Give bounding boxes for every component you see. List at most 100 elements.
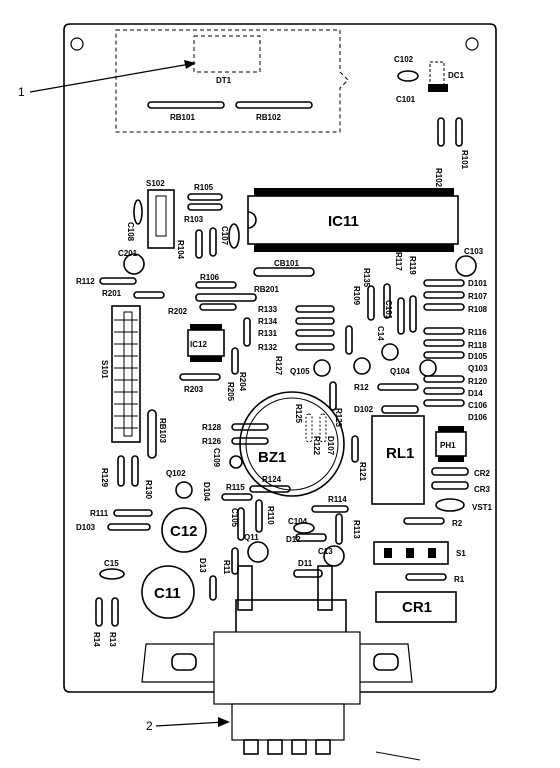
label-r128: R128 — [202, 423, 222, 432]
label-r116: R116 — [468, 328, 487, 337]
label-r114: R114 — [328, 495, 347, 504]
label-r107: R107 — [468, 292, 488, 301]
label-r126: R126 — [202, 437, 222, 446]
label-r124: R124 — [262, 475, 282, 484]
label-dc1: DC1 — [448, 71, 465, 80]
label-c12: C12 — [170, 523, 198, 540]
label-bz1: BZ1 — [258, 449, 286, 466]
label-r205: R205 — [226, 382, 235, 402]
c11-capacitor — [141, 565, 195, 619]
label-ic12: IC12 — [190, 340, 207, 349]
c12-capacitor — [161, 507, 207, 553]
label-ph1: PH1 — [440, 441, 456, 450]
label-r115: R115 — [226, 483, 245, 492]
ic11-pins-top — [254, 188, 454, 196]
label-c106: C106 — [468, 401, 488, 410]
label-r202: R202 — [168, 307, 188, 316]
label-r120: R120 — [468, 377, 488, 386]
dt1-outline — [115, 29, 349, 133]
label-r121: R121 — [358, 462, 367, 482]
label-r2: R2 — [452, 519, 463, 528]
label-rb201: RB201 — [254, 285, 279, 294]
s1-switch — [373, 541, 449, 565]
label-q104: Q104 — [390, 367, 410, 376]
label-cb101: CB101 — [274, 259, 299, 268]
label-d11: D11 — [298, 559, 313, 568]
s101-switch — [111, 305, 141, 443]
label-r117: R117 — [394, 252, 403, 271]
label-r118: R118 — [468, 341, 487, 350]
label-r135: R135 — [362, 268, 371, 288]
label-r204: R204 — [238, 372, 247, 392]
label-vst1: VST1 — [472, 503, 493, 512]
rl1-relay — [371, 415, 425, 505]
label-d105: D105 — [468, 352, 488, 361]
label-d13: D13 — [198, 558, 207, 573]
label-d12: D12 — [286, 535, 301, 544]
dt1-chip — [193, 35, 261, 73]
label-c101: C101 — [396, 95, 416, 104]
label-q103: Q103 — [468, 364, 488, 373]
pcb-outline — [63, 23, 497, 693]
label-r122: R122 — [312, 436, 321, 456]
label-r201: R201 — [102, 289, 122, 298]
label-r125: R125 — [294, 404, 303, 424]
label-r1: R1 — [454, 575, 465, 584]
label-r131: R131 — [258, 329, 278, 338]
label-d102: D102 — [354, 405, 374, 414]
label-d106: D106 — [468, 413, 488, 422]
mount-hole-tr — [465, 37, 479, 51]
label-r130: R130 — [144, 480, 153, 500]
label-d107: D107 — [326, 436, 335, 456]
label-r13: R13 — [108, 632, 117, 647]
label-r103: R103 — [184, 215, 204, 224]
label-r127: R127 — [274, 356, 283, 376]
label-r119: R119 — [408, 256, 417, 275]
label-d103: D103 — [76, 523, 96, 532]
label-q105: Q105 — [290, 367, 310, 376]
label-r11: R11 — [222, 560, 231, 575]
label-dt1: DT1 — [216, 76, 232, 85]
label-c14: C14 — [376, 326, 385, 341]
label-r102: R102 — [434, 168, 443, 188]
label-r134: R134 — [258, 317, 278, 326]
label-c107: C107 — [220, 226, 229, 246]
label-r104: R104 — [176, 240, 185, 260]
label-c201: C201 — [118, 249, 138, 258]
label-r101: R101 — [460, 150, 469, 170]
label-r109: R109 — [352, 286, 361, 306]
label-s102: S102 — [146, 179, 165, 188]
label-d104: D104 — [202, 482, 211, 502]
label-rb102: RB102 — [256, 113, 281, 122]
label-s1: S1 — [456, 549, 466, 558]
label-r133: R133 — [258, 305, 278, 314]
mount-hole-tl — [70, 37, 84, 51]
label-r132: R132 — [258, 343, 278, 352]
label-c11: C11 — [154, 585, 181, 602]
label-rb101: RB101 — [170, 113, 195, 122]
label-d101: D101 — [468, 279, 488, 288]
label-s101: S101 — [100, 360, 109, 379]
label-c101b: C101 — [384, 300, 393, 320]
label-r14: R14 — [92, 632, 101, 647]
label-r203: R203 — [184, 385, 204, 394]
label-r123: R123 — [334, 408, 343, 428]
label-r110: R110 — [266, 506, 275, 525]
label-r111: R111 — [90, 509, 109, 518]
label-r112: R112 — [76, 277, 95, 286]
label-r129: R129 — [100, 468, 109, 488]
label-cr3: CR3 — [474, 485, 491, 494]
label-c103: C103 — [464, 247, 484, 256]
label-c15: C15 — [104, 559, 119, 568]
ic11-pins-bottom — [254, 244, 454, 252]
label-c102: C102 — [394, 55, 414, 64]
label-cr1: CR1 — [402, 599, 432, 616]
callout-1: 1 — [18, 85, 25, 99]
label-q102: Q102 — [166, 469, 186, 478]
right-resistor-stack — [423, 279, 465, 407]
label-rl1: RL1 — [386, 445, 414, 462]
label-d14: D14 — [468, 389, 483, 398]
label-r12: R12 — [354, 383, 369, 392]
label-r113: R113 — [352, 520, 361, 539]
